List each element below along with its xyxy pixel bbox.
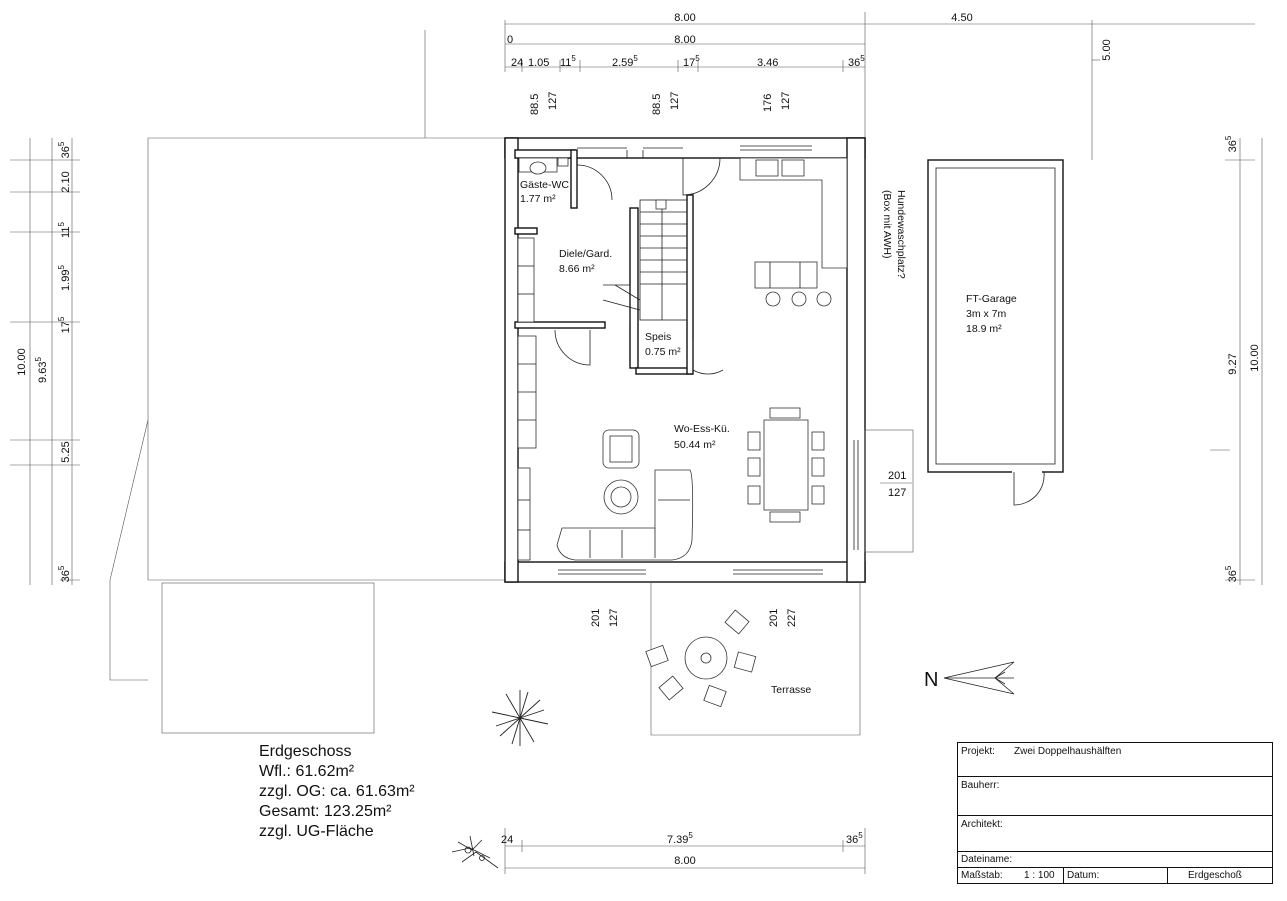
dog-wash-label-1: Hundewaschplatz?: [895, 190, 907, 279]
dim-opening-top-2b: 127: [669, 92, 681, 110]
dim-top-seg-6: 3.46: [757, 57, 778, 69]
dim-right-b: 10.00: [1249, 344, 1261, 372]
wardrobe-cabinets: [517, 237, 537, 561]
tb-massstab-label: Maßstab:: [961, 870, 1003, 881]
dim-top-seg-5: 175: [683, 54, 700, 69]
dim-opening-bottom-1a: 201: [590, 609, 602, 627]
room-wc-name: Gäste-WC: [520, 179, 569, 191]
dim-left-5: 175: [57, 316, 72, 333]
tb-dateiname-label: Dateiname:: [961, 854, 1013, 865]
tb-row-dateiname: Dateiname:: [958, 852, 1272, 868]
tb-sheet-name: Erdgeschoß: [1188, 870, 1242, 881]
area-summary: Erdgeschoss Wfl.: 61.62m² zzgl. OG: ca. …: [259, 742, 415, 842]
dim-right-a: 9.27: [1227, 353, 1239, 374]
room-wc-area: 1.77 m²: [520, 193, 556, 205]
tb-sheet-cell: Erdgeschoß: [1167, 868, 1272, 884]
dim-left-6: 5.25: [60, 441, 72, 462]
dim-opening-bottom-2a: 201: [768, 609, 780, 627]
dim-opening-bottom-1b: 127: [608, 609, 620, 627]
summary-og: zzgl. OG: ca. 61.63m²: [259, 783, 415, 800]
dog-wash-label-2: (Box mit AWH): [881, 190, 893, 258]
living-furniture: [556, 429, 694, 561]
dim-window-right-a: 201: [888, 470, 906, 482]
summary-title: Erdgeschoss: [259, 743, 352, 760]
door-swings: [554, 150, 724, 375]
dining-table: [747, 407, 825, 523]
tb-row-architekt: Architekt:: [958, 816, 1272, 852]
tree-icon: [491, 690, 549, 746]
left-dimensions: [10, 138, 80, 585]
dim-top-seg-1: 24: [511, 57, 523, 69]
house-walls: [504, 137, 866, 583]
tb-massstab-value: 1 : 100: [1024, 870, 1055, 881]
dim-bottom-seg-1: 24: [501, 834, 513, 846]
dim-bottom-seg-3: 365: [846, 831, 863, 846]
tb-datum-cell: Datum:: [1063, 868, 1167, 884]
dim-bottom-seg-2: 7.395: [667, 831, 693, 846]
dim-opening-top-3b: 127: [780, 92, 792, 110]
shrub-icon: [451, 835, 499, 869]
wc-fixtures: [518, 157, 569, 175]
tb-row-massstab: Maßstab: 1 : 100 Datum: Erdgeschoß: [958, 868, 1272, 884]
dim-top-total-1: 8.00: [674, 12, 695, 24]
tb-datum-label: Datum:: [1067, 870, 1100, 881]
kitchen-counter: [739, 157, 848, 307]
dim-top-zero: 0: [507, 34, 513, 46]
dim-opening-top-1a: 88.5: [529, 94, 541, 115]
tb-projekt-label: Projekt:: [961, 746, 995, 757]
dim-left-3: 115: [57, 222, 72, 238]
terrace: [645, 582, 861, 736]
dim-top-seg-3: 115: [560, 54, 576, 69]
dim-left-1: 365: [57, 141, 72, 158]
dim-opening-bottom-2b: 227: [786, 609, 798, 627]
room-diele-name: Diele/Gard.: [559, 248, 612, 260]
summary-wfl: Wfl.: 61.62m²: [259, 763, 355, 780]
title-block: Projekt: Zwei Doppelhaushälften Bauherr:…: [957, 742, 1273, 884]
tb-projekt-value: Zwei Doppelhaushälften: [1014, 746, 1122, 757]
room-diele-area: 8.66 m²: [559, 263, 595, 275]
tb-architekt-label: Architekt:: [961, 819, 1003, 830]
dim-left-4: 1.995: [57, 265, 72, 291]
side-annex: [864, 429, 914, 553]
dim-top-seg-4: 2.595: [612, 54, 638, 69]
room-speis-area: 0.75 m²: [645, 346, 681, 358]
neighbour-house-outline: [109, 30, 505, 734]
bottom-dimensions: [504, 828, 866, 874]
dim-left-7: 365: [57, 565, 72, 582]
garage: [927, 159, 1064, 506]
staircase: [602, 199, 688, 322]
dim-left-2: 2.10: [60, 171, 72, 192]
north-arrow-icon: [943, 661, 1015, 695]
right-dimensions: [1210, 138, 1263, 585]
dim-opening-top-2a: 88.5: [651, 94, 663, 115]
dim-bottom-total: 8.00: [674, 855, 695, 867]
dim-top-seg-7: 365: [848, 54, 865, 69]
room-garage-name: FT-Garage: [966, 293, 1017, 305]
tb-row-projekt: Projekt: Zwei Doppelhaushälften: [958, 743, 1272, 777]
room-terrace-label: Terrasse: [771, 684, 811, 696]
summary-ug: zzgl. UG-Fläche: [259, 823, 374, 840]
top-dimensions: [504, 12, 1255, 160]
room-speis-name: Speis: [645, 331, 671, 343]
dim-opening-top-3a: 176: [762, 94, 774, 112]
tb-row-bauherr: Bauherr:: [958, 777, 1272, 816]
dim-right-top: 365: [1224, 135, 1239, 152]
room-garage-size: 3m x 7m: [966, 308, 1007, 320]
dim-right-bottom: 365: [1224, 565, 1239, 582]
compass-letter: N: [924, 669, 938, 691]
dim-top-side: 4.50: [951, 12, 972, 24]
dim-opening-top-1b: 127: [547, 92, 559, 110]
summary-total: Gesamt: 123.25m²: [259, 803, 392, 820]
dim-left-total-a: 10.00: [16, 348, 28, 376]
tb-bauherr-label: Bauherr:: [961, 780, 1000, 791]
room-living-name: Wo-Ess-Kü.: [674, 423, 730, 435]
dim-window-right-b: 127: [888, 487, 906, 499]
room-living-area: 50.44 m²: [674, 439, 716, 451]
dim-top-right-vertical: 5.00: [1101, 39, 1113, 60]
dim-left-total-b: 9.635: [34, 357, 49, 383]
room-garage-area: 18.9 m²: [966, 323, 1002, 335]
dim-top-total-2: 8.00: [674, 34, 695, 46]
dim-top-seg-2: 1.05: [528, 57, 549, 69]
